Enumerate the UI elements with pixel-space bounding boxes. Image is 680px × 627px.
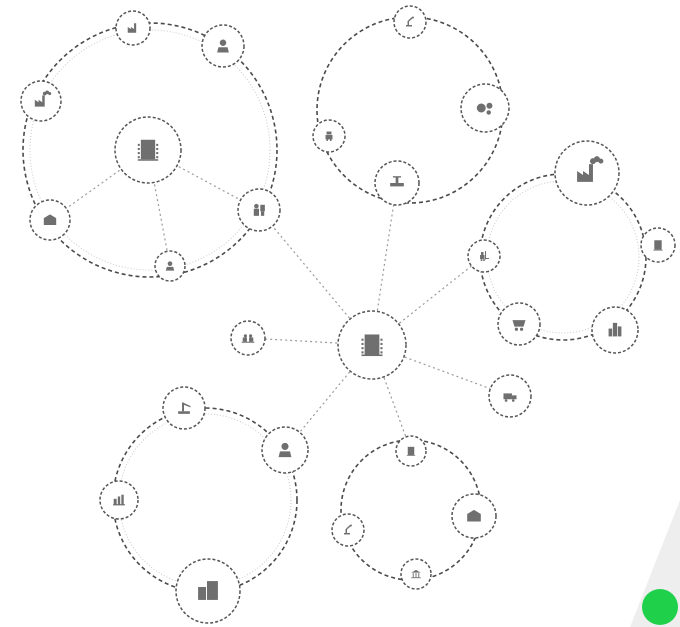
node-truck	[488, 374, 532, 418]
status-dot	[642, 589, 678, 625]
pipeline-valve-icon	[390, 176, 404, 187]
skyscraper-icon	[608, 322, 622, 337]
person-icon	[278, 442, 292, 458]
node-factory-smoke	[554, 140, 620, 206]
robot-icon	[325, 131, 333, 141]
node-circle	[115, 10, 151, 46]
node-skyscraper	[591, 306, 639, 354]
node-person	[261, 426, 309, 474]
warehouse-icon	[43, 214, 57, 225]
node-worker	[237, 188, 281, 232]
node-circle	[393, 5, 427, 39]
node-building	[640, 227, 676, 263]
factory-smoke-icon	[577, 156, 604, 182]
mine-cart-icon	[512, 320, 526, 331]
crane-icon	[178, 402, 191, 414]
factory-icon	[127, 23, 137, 33]
truck-icon	[503, 393, 517, 402]
office-building-icon	[137, 139, 159, 161]
node-circle	[154, 250, 186, 282]
hub-link-bottom-center	[371, 344, 412, 452]
node-office-building	[114, 116, 182, 184]
gears-icon	[476, 102, 493, 115]
node-circle	[554, 140, 620, 206]
node-workers	[230, 320, 266, 356]
node-gears	[460, 83, 510, 133]
nodes-layer	[20, 5, 676, 624]
hub-link-top-center	[371, 182, 398, 346]
bank-icon	[411, 569, 421, 579]
node-robot-arm	[393, 5, 427, 39]
node-pipeline-valve	[374, 160, 420, 206]
robot-arm-icon	[344, 524, 352, 535]
office-building-icon	[361, 334, 383, 357]
node-circle	[230, 320, 266, 356]
building-icon	[406, 446, 416, 456]
node-office-building	[337, 310, 407, 380]
refinery-icon	[113, 494, 125, 506]
node-crane	[162, 386, 206, 430]
node-person	[201, 24, 245, 68]
node-factory	[115, 10, 151, 46]
robot-arm-icon	[406, 16, 414, 27]
warehouse-icon	[467, 509, 481, 522]
node-factory-smoke	[20, 80, 62, 122]
cluster-inner-ring	[118, 413, 292, 587]
node-refinery	[99, 480, 139, 520]
node-person	[154, 250, 186, 282]
node-warehouse	[451, 493, 497, 539]
cluster-inner-ring	[29, 29, 271, 271]
node-circle	[261, 426, 309, 474]
node-bank	[400, 558, 432, 590]
links-layer	[49, 149, 511, 452]
node-building	[395, 435, 427, 467]
node-warehouse	[29, 199, 71, 241]
node-mine-cart	[497, 302, 541, 346]
forklift-icon	[480, 251, 489, 261]
workers-icon	[241, 334, 255, 343]
node-forklift	[467, 239, 501, 273]
node-robot-arm	[331, 513, 365, 547]
hub-link-top-left	[258, 209, 373, 346]
person-icon	[165, 261, 175, 271]
city-building-icon	[198, 581, 218, 600]
building-icon	[653, 240, 663, 251]
node-circle	[20, 80, 62, 122]
worker-icon	[253, 203, 265, 216]
hub-link-right	[371, 255, 485, 346]
node-city-building	[175, 558, 241, 624]
node-circle	[331, 513, 365, 547]
factory-smoke-icon	[34, 90, 52, 107]
node-robot	[312, 119, 346, 153]
person-icon	[217, 39, 229, 53]
node-circle	[201, 24, 245, 68]
